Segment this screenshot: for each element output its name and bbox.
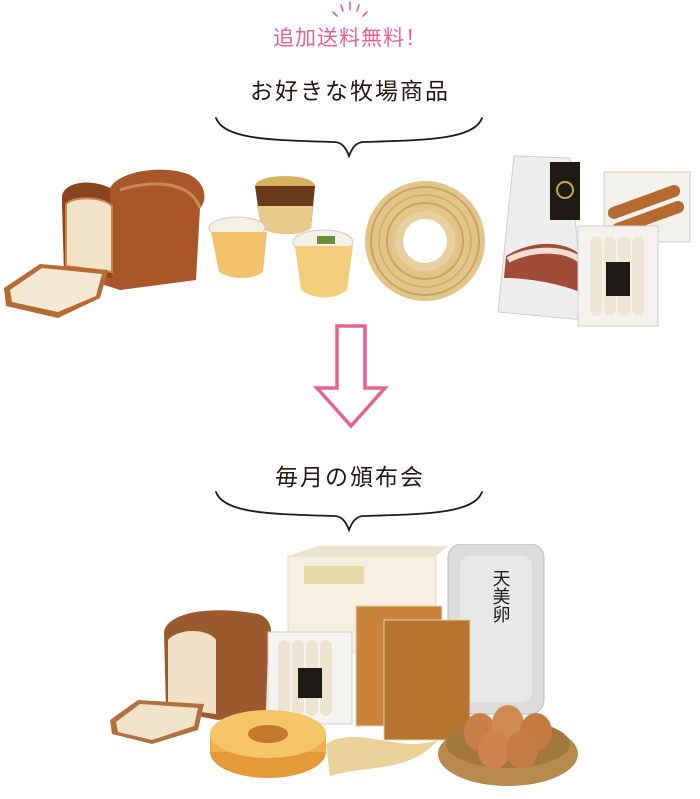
down-arrow-icon [313,324,389,429]
bread-loaf-image [4,169,205,318]
curly-brace-icon [215,117,483,159]
bottom-section-title: 毎月の頒布会 [275,465,425,491]
egg-package-label: 天美卵 [490,569,511,623]
pudding-cups-image [208,176,354,298]
sparkle-lines [332,1,368,17]
baumkuchen-image [365,181,485,301]
ham-sausage-pack-image [497,155,691,327]
subscription-collage-image: 天美卵 [110,544,578,786]
free-shipping-badge: 追加送料無料！ [273,26,427,50]
top-section-title: お好きな牧場商品 [250,79,450,105]
curly-brace-icon [215,491,483,533]
